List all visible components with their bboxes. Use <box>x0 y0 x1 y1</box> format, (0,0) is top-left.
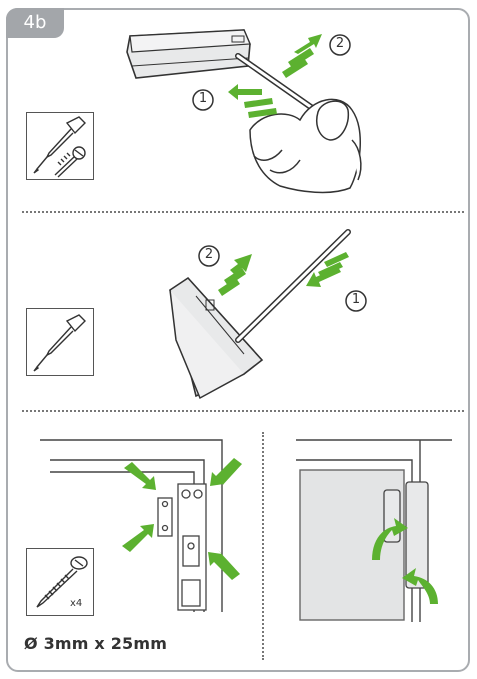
panel-bottom-right-illustration <box>0 0 477 679</box>
instruction-page: 4b <box>0 0 477 679</box>
